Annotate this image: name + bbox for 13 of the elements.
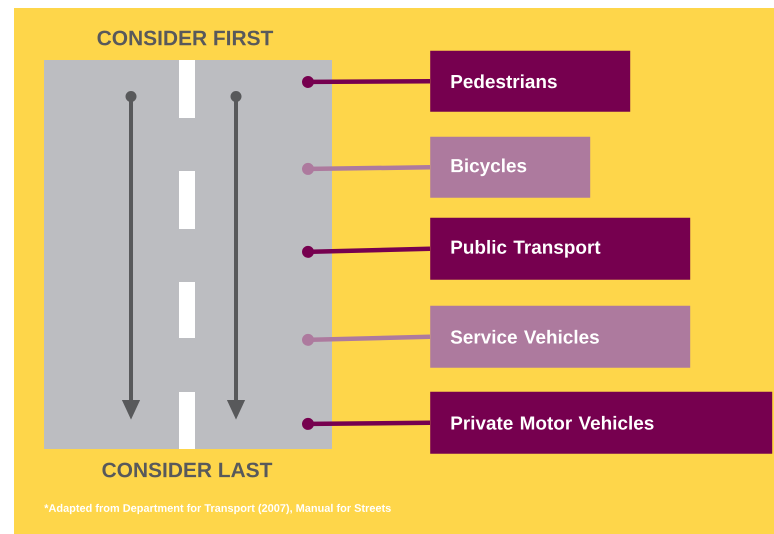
leader-line bbox=[302, 246, 430, 258]
leader-line bbox=[302, 76, 430, 88]
footnote: *Adapted from Department for Transport (2007), Manual for Streets bbox=[44, 504, 391, 514]
leader-line bbox=[302, 162, 430, 175]
category-box: Bicycles bbox=[430, 136, 590, 198]
category-box: Service Vehicles bbox=[430, 306, 690, 368]
category-box: Pedestrians bbox=[430, 50, 630, 112]
category-box: Public Transport bbox=[430, 218, 690, 280]
heading: CONSIDER FIRST bbox=[98, 30, 274, 46]
category-box: Private Motor Vehicles bbox=[430, 392, 772, 454]
leader-line bbox=[302, 334, 430, 346]
heading: CONSIDER LAST bbox=[102, 462, 272, 478]
leader-line bbox=[302, 418, 430, 430]
